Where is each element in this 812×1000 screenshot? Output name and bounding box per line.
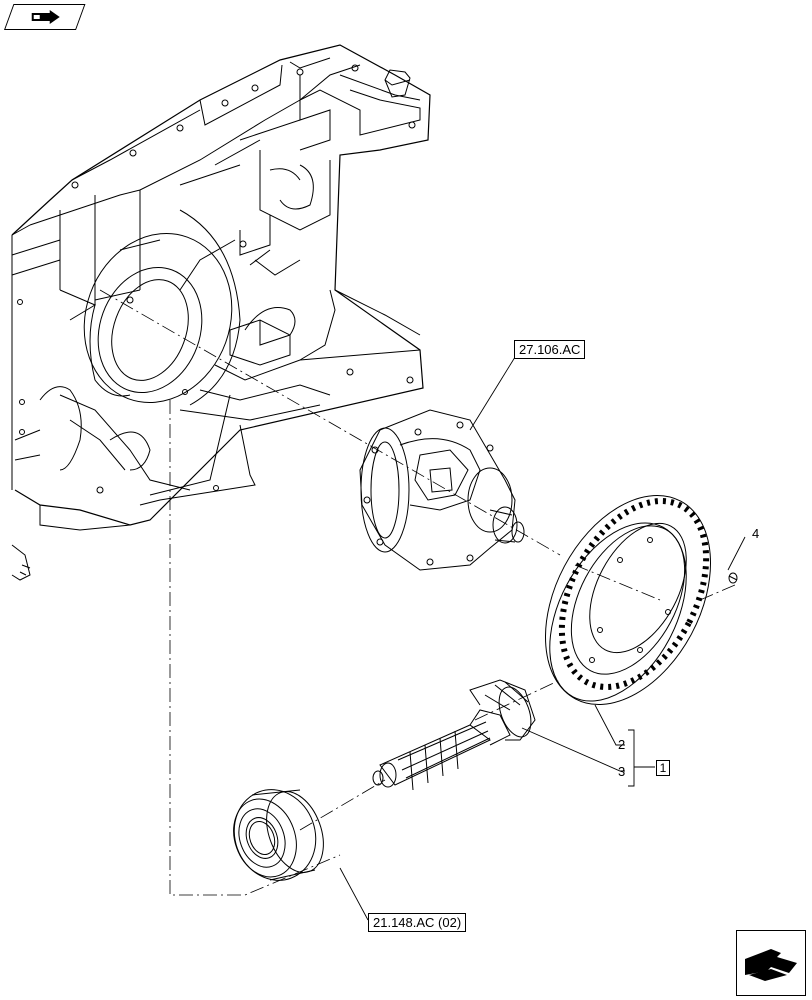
assembly-centerlines — [99, 289, 736, 896]
next-page-arrow-icon[interactable] — [736, 930, 806, 996]
bearing-reference-label[interactable]: 21.148.AC (02) — [368, 913, 467, 932]
small-part — [728, 572, 738, 584]
callout-2: 2 — [618, 737, 626, 752]
ring-gear — [545, 494, 711, 706]
kit-reference-box: 1 — [656, 760, 670, 776]
differential-reference-label[interactable]: 27.106.AC — [514, 340, 586, 359]
differential-housing — [359, 409, 525, 571]
callout-3: 3 — [618, 764, 626, 779]
pinion-shaft — [372, 679, 536, 791]
transmission-housing — [11, 44, 431, 581]
bearing — [233, 789, 324, 881]
callout-4: 4 — [752, 526, 760, 541]
exploded-view-icon[interactable] — [4, 4, 86, 30]
leader-lines — [339, 348, 746, 921]
